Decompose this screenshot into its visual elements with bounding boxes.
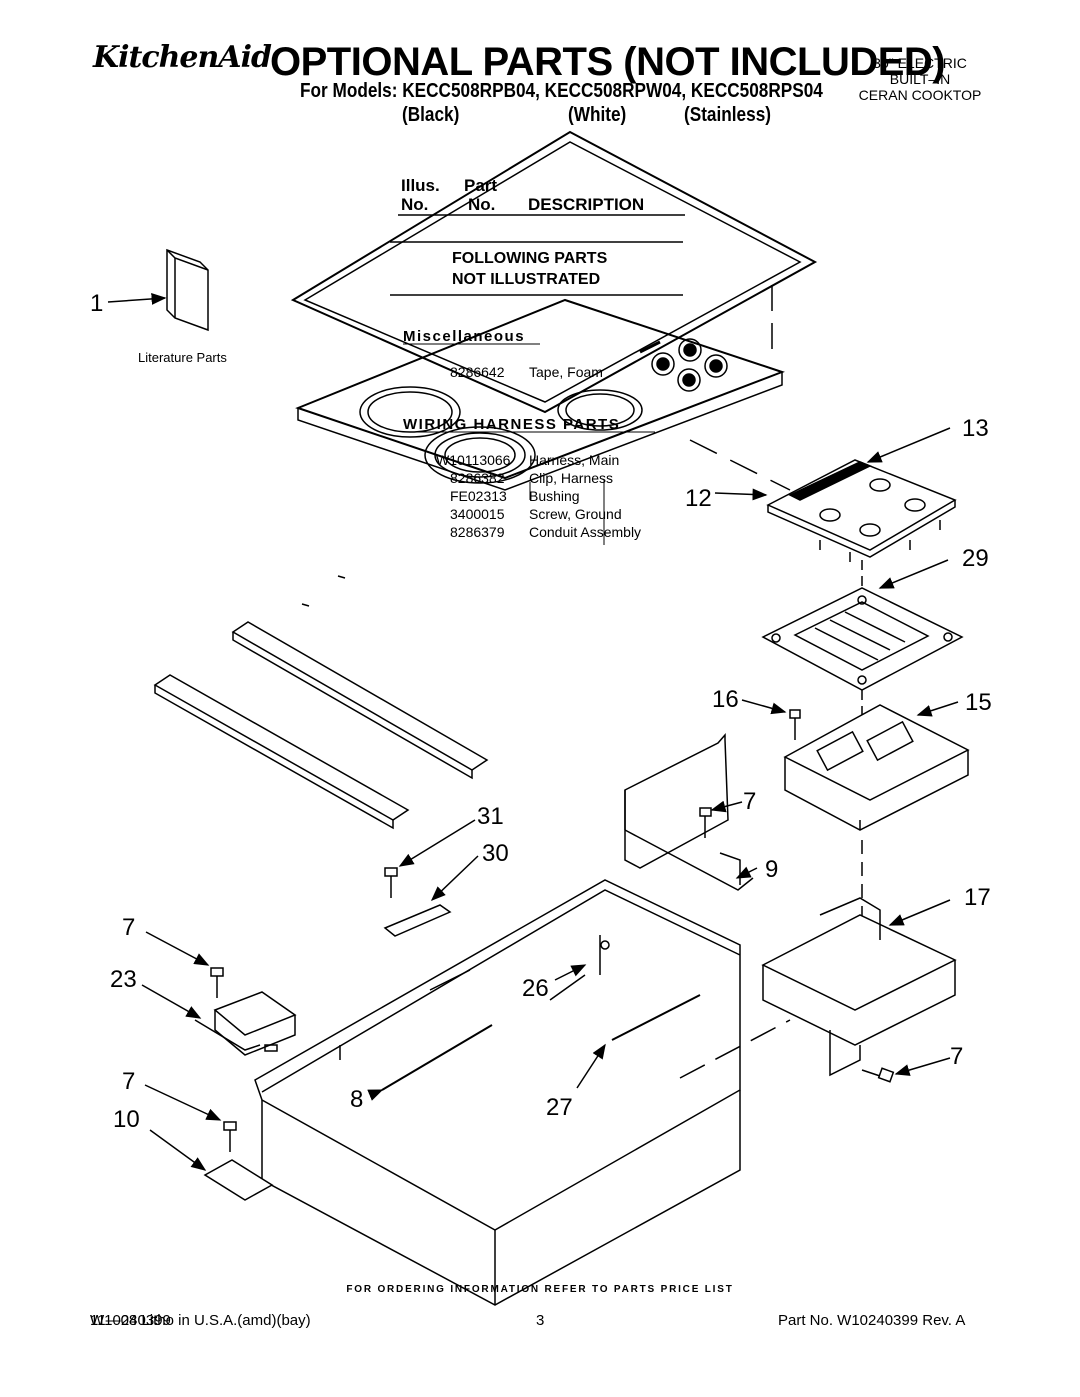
brand-logo: KitchenAid <box>93 40 272 75</box>
guide-line <box>689 439 791 491</box>
callout-10: 10 <box>113 1106 140 1133</box>
leader-15 <box>916 701 959 717</box>
callout-1: 1 <box>90 290 104 317</box>
col-desc-header: DESCRIPTION <box>528 195 645 214</box>
leader-16 <box>741 699 787 715</box>
section-miscellaneous: Miscellaneous <box>403 328 526 345</box>
part-description: Tape, Foam <box>529 364 603 380</box>
finish-black: (Black) <box>402 104 460 126</box>
table-rule <box>337 575 346 579</box>
guide-line <box>679 1019 791 1079</box>
electronics-enclosure-icon <box>783 704 970 831</box>
spec-line-1: 30" ELECTRIC <box>873 55 967 71</box>
callout-7: 7 <box>743 788 757 815</box>
page-title: OPTIONAL PARTS (NOT INCLUDED) <box>270 40 946 84</box>
leader-7 <box>710 800 743 813</box>
junction-box-icon <box>761 897 957 1077</box>
callout-8: 8 <box>350 1086 364 1113</box>
leader-12 <box>714 488 768 501</box>
table-rule <box>301 603 310 607</box>
col-illus-header-2: No. <box>401 195 429 214</box>
screw-icon <box>861 1067 895 1083</box>
shield-bracket-icon <box>624 733 754 891</box>
callout-15: 15 <box>965 689 992 716</box>
leader-31 <box>398 819 476 867</box>
litho-note: 11—08 Litho in U.S.A.(amd)(bay) <box>90 1312 311 1329</box>
cooktop-frame-icon <box>290 130 818 414</box>
model-list: For Models: KECC508RPB04, KECC508RPW04, … <box>300 80 823 102</box>
leader-27 <box>576 1043 606 1089</box>
part-description: Clip, Harness <box>529 470 614 486</box>
literature-booklet-icon <box>166 248 209 332</box>
leader-23 <box>141 984 202 1019</box>
cooktop-glass-icon <box>295 298 785 491</box>
part-number: 3400015 <box>450 506 505 522</box>
col-part-header-2: No. <box>468 195 496 214</box>
ordering-note: FOR ORDERING INFORMATION REFER TO PARTS … <box>346 1284 734 1295</box>
spec-line-3: CERAN COOKTOP <box>858 87 982 103</box>
callout-12: 12 <box>685 485 712 512</box>
callout-26: 26 <box>522 975 549 1002</box>
callout-30: 30 <box>482 840 509 867</box>
finish-stainless: (Stainless) <box>684 104 771 126</box>
following-parts-title: FOLLOWING PARTS <box>452 250 608 267</box>
callout-23: 23 <box>110 966 137 993</box>
leader-10 <box>149 1129 207 1171</box>
finish-white: (White) <box>568 104 627 126</box>
terminal-block-icon <box>194 991 297 1056</box>
literature-parts-label: Literature Parts <box>138 350 227 365</box>
mounting-plate-icon <box>761 587 964 691</box>
ground-clip-icon <box>383 904 452 937</box>
section-wiring-harness: WIRING HARNESS PARTS <box>403 416 621 433</box>
callout-17: 17 <box>964 884 991 911</box>
screw-icon <box>789 709 801 740</box>
part-description: Conduit Assembly <box>529 524 642 540</box>
leader-9 <box>735 866 758 879</box>
leader-7 <box>894 1057 951 1076</box>
leader-30 <box>430 855 479 902</box>
callout-31: 31 <box>477 803 504 830</box>
callout-13: 13 <box>962 415 989 442</box>
part-number: W10113066 <box>436 452 511 468</box>
leader-8 <box>367 1089 384 1101</box>
callout-7: 7 <box>950 1043 964 1070</box>
part-number: 8286379 <box>450 524 505 540</box>
leader-13 <box>866 427 951 463</box>
base-pan-icon <box>254 879 741 1306</box>
page-number: 3 <box>536 1312 545 1329</box>
screw-icon <box>384 867 398 898</box>
leader-7 <box>144 1084 222 1121</box>
document-number: W10240399 <box>90 1312 171 1329</box>
screw-icon <box>223 1121 237 1152</box>
spec-line-2: BUILT–IN <box>889 71 951 87</box>
callout-7: 7 <box>122 914 136 941</box>
part-number: 8286382 <box>450 470 505 486</box>
leader-1 <box>107 292 167 305</box>
callout-9: 9 <box>765 856 779 883</box>
col-part-header-1: Part <box>464 176 498 195</box>
leader-26 <box>554 964 587 981</box>
leader-7 <box>145 931 210 966</box>
callout-29: 29 <box>962 545 989 572</box>
leader-17 <box>888 899 951 926</box>
screw-icon <box>210 967 224 998</box>
part-description: Harness, Main <box>529 452 620 468</box>
mounting-plate-small-icon <box>203 1159 274 1201</box>
col-illus-header-1: Illus. <box>401 176 440 195</box>
leader-29 <box>878 559 949 589</box>
control-board-icon <box>766 459 957 562</box>
callout-27: 27 <box>546 1094 573 1121</box>
part-description: Bushing <box>529 488 580 504</box>
part-number: 8286642 <box>450 364 505 380</box>
callout-16: 16 <box>712 686 739 713</box>
callout-7: 7 <box>122 1068 136 1095</box>
part-number: FE02313 <box>450 488 507 504</box>
not-illustrated-title: NOT ILLUSTRATED <box>452 271 601 288</box>
side-rail-icon <box>153 621 489 830</box>
part-description: Screw, Ground <box>529 506 622 522</box>
part-number-revision: Part No. W10240399 Rev. A <box>778 1312 966 1329</box>
